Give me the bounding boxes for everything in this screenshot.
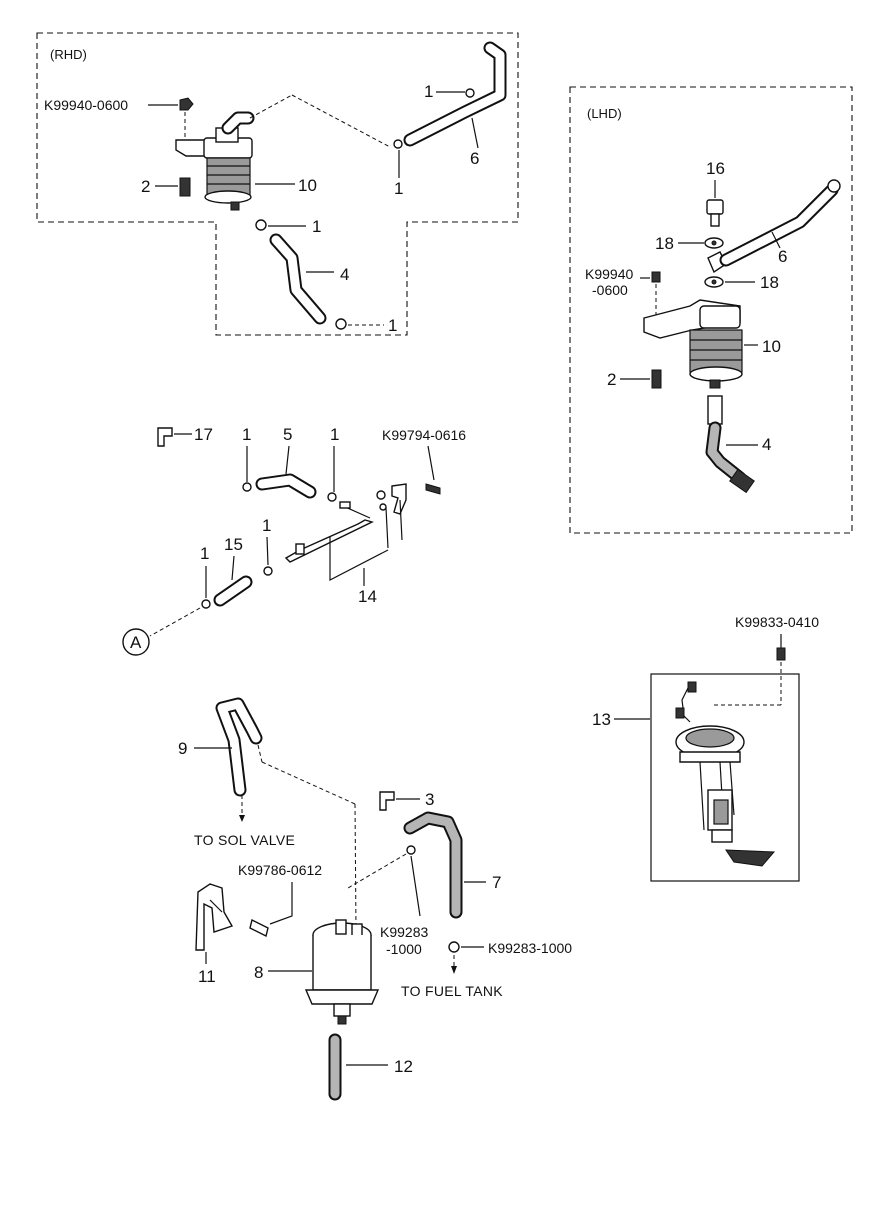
lhd-part-4-label: 4 xyxy=(762,435,771,454)
lhd-part-18b-label: 18 xyxy=(760,273,779,292)
rhd-part-4-label: 4 xyxy=(340,265,349,284)
clip-3-icon xyxy=(379,791,395,811)
clamp-1-label-line1: K99283 xyxy=(380,924,428,940)
lhd-stud-icon xyxy=(651,369,662,389)
bolt-0616-label: K99794-0616 xyxy=(382,427,466,443)
rhd-clip-1-mid-label: 1 xyxy=(394,179,403,198)
canister-8 xyxy=(304,919,380,1025)
lhd-section: (LHD) 16 18 6 18 K99940 -0600 xyxy=(569,86,853,534)
part-7-label: 7 xyxy=(492,873,501,892)
hose-9 xyxy=(215,697,263,797)
lhd-bolt-label-line1: K99940 xyxy=(585,266,633,282)
screw-0410-label: K99833-0410 xyxy=(735,614,819,630)
rhd-boundary xyxy=(36,32,519,336)
rhd-part-2-label: 2 xyxy=(141,177,150,196)
part-8-label: 8 xyxy=(254,963,263,982)
pipe-14 xyxy=(284,519,374,563)
rhd-hose-4 xyxy=(269,233,327,325)
part-11-label: 11 xyxy=(198,967,216,986)
rhd-clip-1-bottom-label: 1 xyxy=(388,316,397,335)
clip-1c-label: 1 xyxy=(262,516,271,535)
part-3-label: 3 xyxy=(425,790,434,809)
rhd-section-label: (RHD) xyxy=(50,47,87,62)
rhd-section: (RHD) K99940-0600 10 2 xyxy=(36,32,519,336)
hose-7 xyxy=(403,811,463,919)
lhd-hose-4 xyxy=(705,395,755,494)
clamp-1-label-line2: -1000 xyxy=(386,941,422,957)
part-14-label: 14 xyxy=(358,587,377,606)
part-15-label: 15 xyxy=(224,535,243,554)
lhd-fuel-filter xyxy=(643,299,743,389)
screw-icon xyxy=(776,647,786,661)
lhd-nut-icon xyxy=(651,271,661,283)
part-9-label: 9 xyxy=(178,739,187,758)
canister-section: 9 TO SOL VALVE 3 7 K99283 -1000 K99283-1… xyxy=(178,697,572,1101)
part-12-label: 12 xyxy=(394,1057,413,1076)
lhd-rod-6 xyxy=(707,179,841,274)
fuel-pump-section: K99833-0410 13 xyxy=(592,614,819,882)
rhd-stud-icon xyxy=(179,177,191,197)
clamp-2-label: K99283-1000 xyxy=(488,940,572,956)
to-fuel-tank-label: TO FUEL TANK xyxy=(401,983,503,999)
hose-15 xyxy=(213,575,253,607)
rhd-bolt-label: K99940-0600 xyxy=(44,97,128,113)
lhd-part-10-label: 10 xyxy=(762,337,781,356)
clip-17-icon xyxy=(157,427,173,447)
fuel-pump-assembly xyxy=(675,681,776,867)
rhd-fuel-filter xyxy=(175,111,255,211)
lhd-part-18a-label: 18 xyxy=(655,234,674,253)
to-sol-valve-label: TO SOL VALVE xyxy=(194,832,295,848)
fuel-pump-frame xyxy=(650,673,800,882)
rhd-clip-1-low-label: 1 xyxy=(312,217,321,236)
clip-1d-label: 1 xyxy=(200,544,209,563)
lhd-section-label: (LHD) xyxy=(587,106,622,121)
hose-5 xyxy=(255,473,317,499)
lhd-part-2-label: 2 xyxy=(607,370,616,389)
part-17-label: 17 xyxy=(194,425,213,444)
rhd-part-6-label: 6 xyxy=(470,149,479,168)
part-5-label: 5 xyxy=(283,425,292,444)
rhd-nut-icon xyxy=(179,97,194,111)
lhd-part-6-label: 6 xyxy=(778,247,787,266)
reference-a-marker xyxy=(122,628,150,656)
middle-pipe-assembly: 17 1 5 1 K99794-0616 14 xyxy=(122,425,466,656)
rhd-clip-1-top-label: 1 xyxy=(424,82,433,101)
reference-a-label: A xyxy=(130,633,142,652)
bolt-0612-label: K99786-0612 xyxy=(238,862,322,878)
bracket-11 xyxy=(195,883,234,951)
clip-1b-label: 1 xyxy=(330,425,339,444)
part-13-label: 13 xyxy=(592,710,611,729)
rhd-hose-6 xyxy=(403,41,507,147)
rhd-part-10-label: 10 xyxy=(298,176,317,195)
lhd-part-16-label: 16 xyxy=(706,159,725,178)
clip-1a-label: 1 xyxy=(242,425,251,444)
lhd-bolt-label-line2: -0600 xyxy=(592,282,628,298)
lhd-boundary xyxy=(569,86,853,534)
